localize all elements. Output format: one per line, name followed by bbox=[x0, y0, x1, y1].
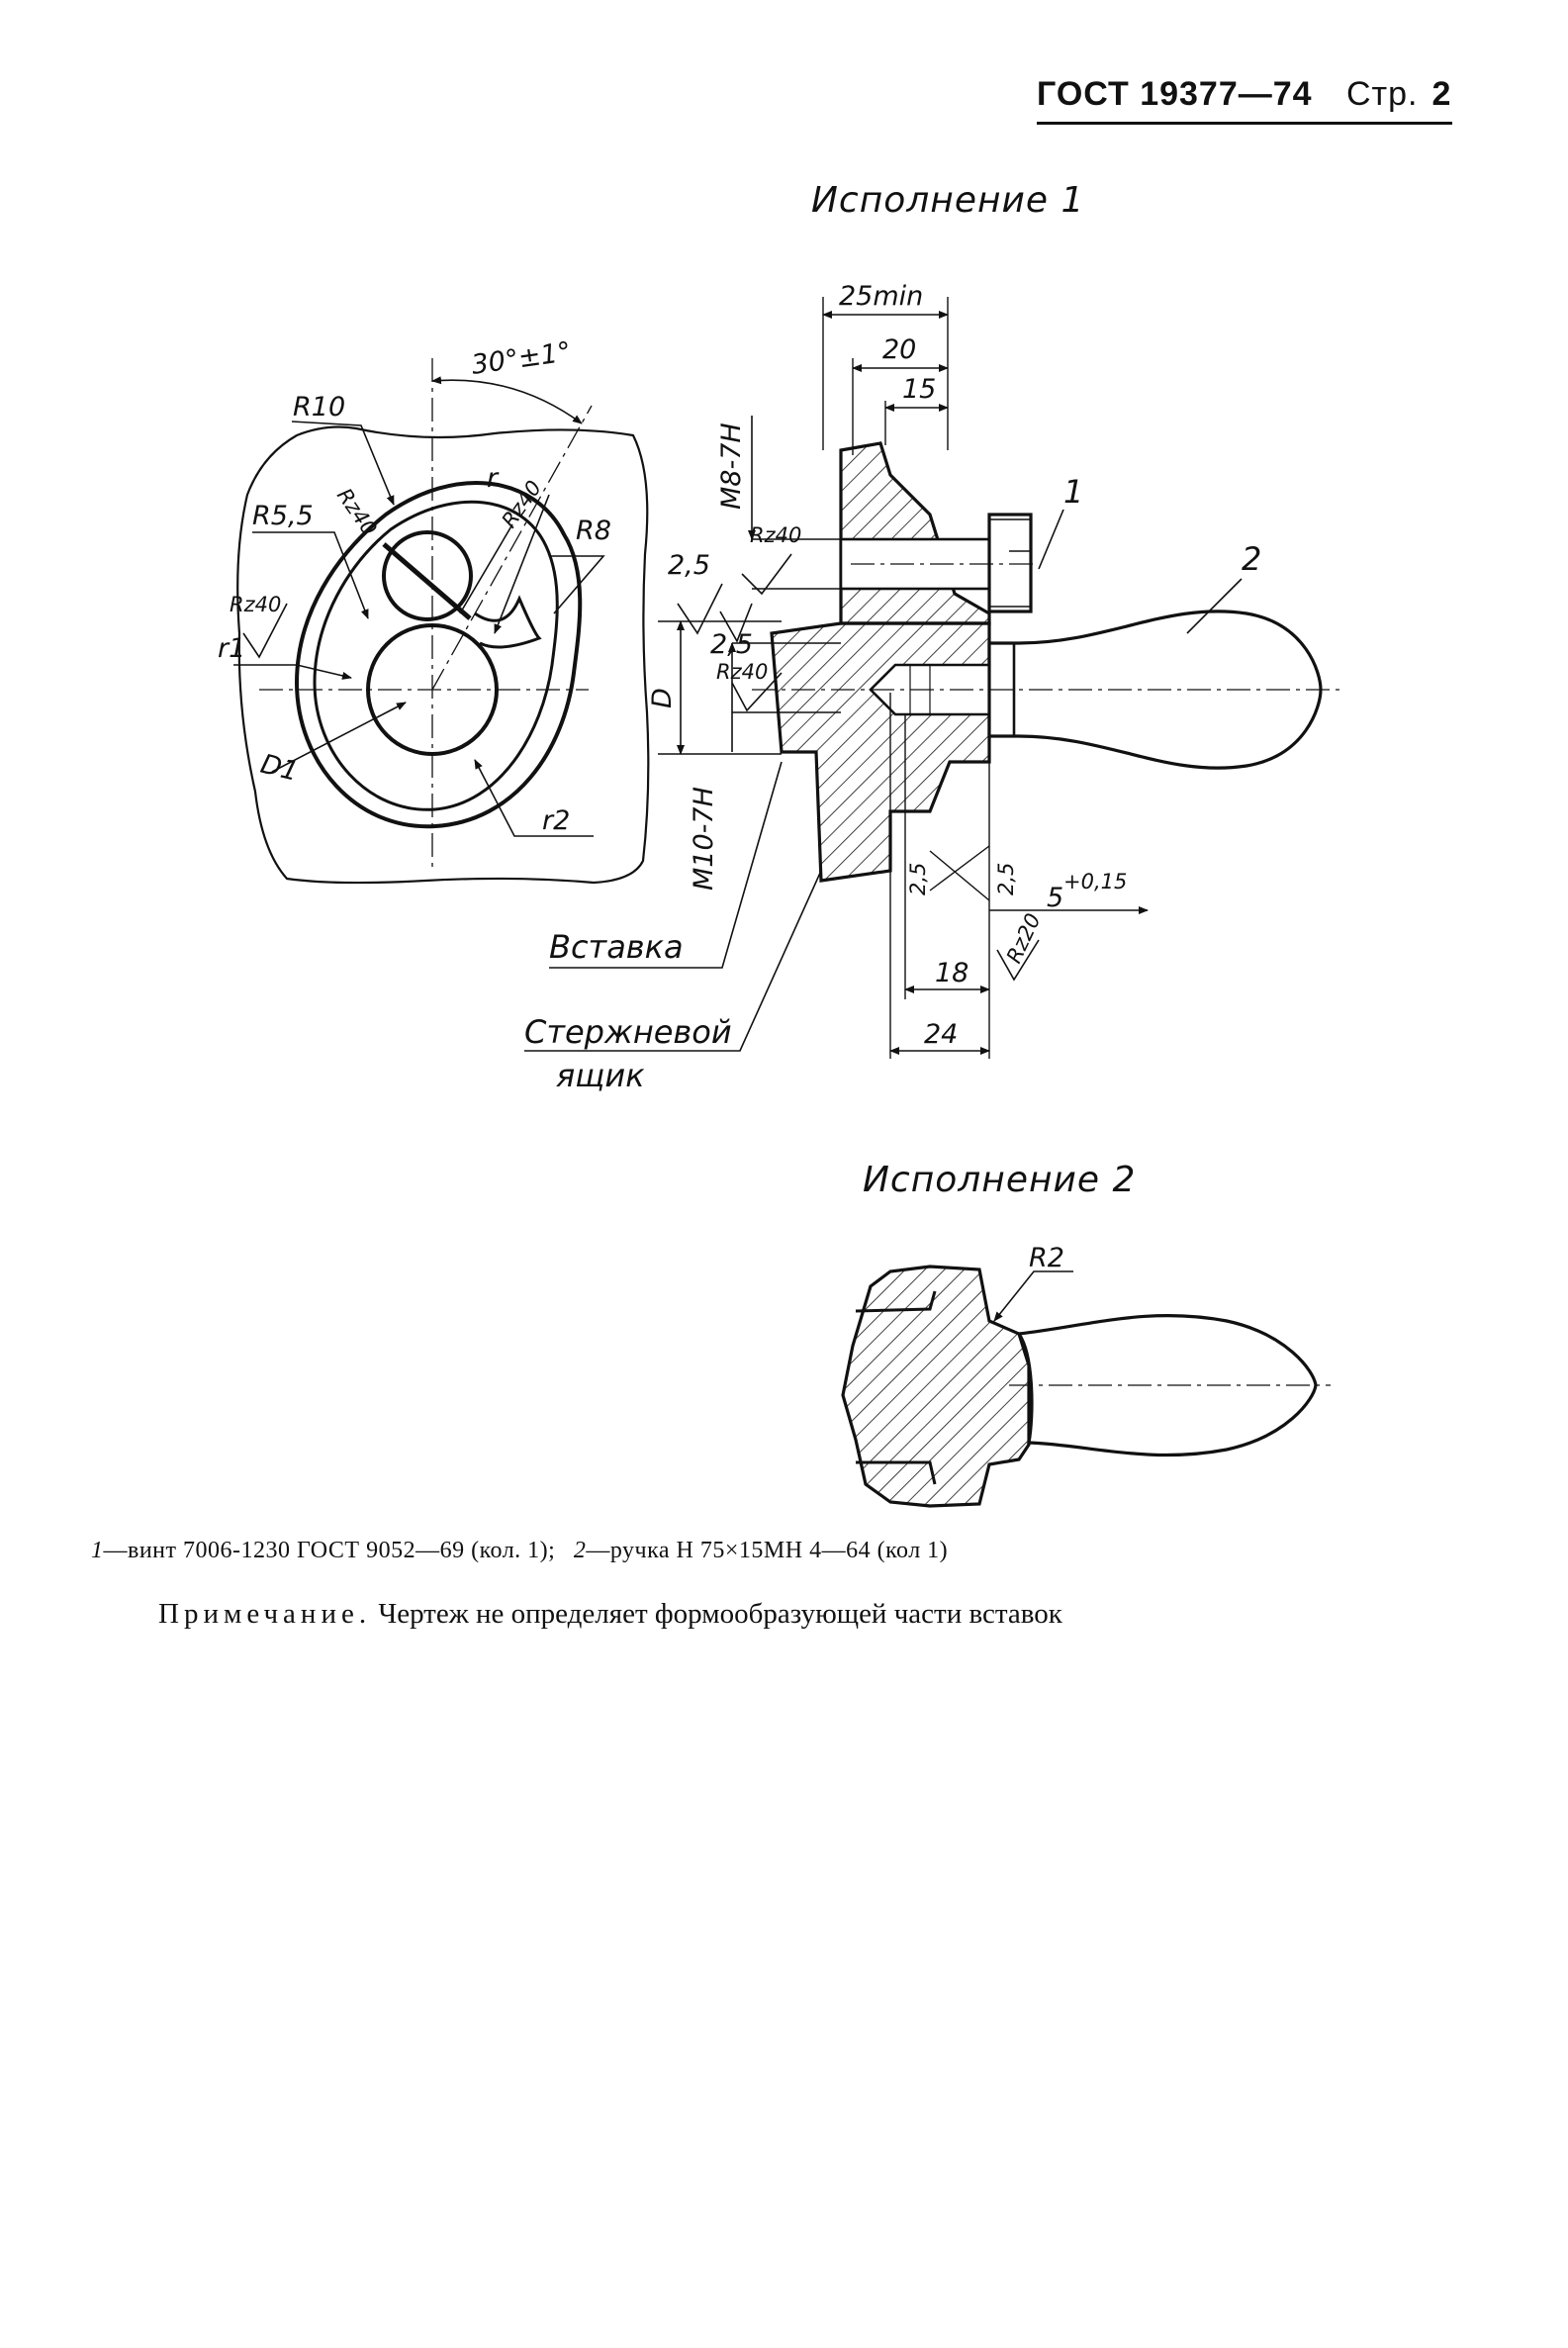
insert-inner-contour bbox=[313, 500, 559, 811]
page-number: 2 bbox=[1431, 75, 1452, 113]
tolerance-5: 5 bbox=[1047, 883, 1063, 913]
step-25-a: 2,5 bbox=[668, 550, 710, 581]
rz40-label-e: Rz40 bbox=[716, 660, 768, 684]
rz40-label-c: Rz40 bbox=[230, 593, 281, 616]
r8-label: R8 bbox=[576, 516, 611, 546]
tolerance-sup: +0,15 bbox=[1063, 870, 1127, 893]
step-25-b: 2,5 bbox=[710, 629, 753, 660]
r1-label: r1 bbox=[218, 633, 245, 664]
step-25-c: 2,5 bbox=[906, 863, 930, 895]
main-body bbox=[770, 621, 991, 883]
note-text: Чертеж не определяет формообразующей час… bbox=[378, 1598, 1062, 1630]
variant-2-title: Исполнение 2 bbox=[863, 1160, 1137, 1200]
r55-label: R5,5 bbox=[252, 501, 314, 531]
rz40-label-d: Rz40 bbox=[750, 523, 801, 547]
rz20-label: Rz20 bbox=[1002, 910, 1046, 968]
variant-2-drawing bbox=[841, 1265, 1331, 1508]
step-25-d: 2,5 bbox=[994, 863, 1018, 895]
section-view bbox=[524, 297, 1345, 1059]
variant-2-knob bbox=[841, 1265, 1031, 1508]
variant-1-title: Исполнение 1 bbox=[811, 180, 1085, 221]
standard-number: ГОСТ 19377—74 bbox=[1037, 75, 1313, 113]
note-label: Примечание. bbox=[158, 1598, 372, 1630]
plan-view bbox=[233, 358, 650, 885]
rz40-label-a: Rz40 bbox=[332, 484, 382, 540]
callout-core-box-line1: Стержневой bbox=[524, 1013, 732, 1051]
callout-2: 2 bbox=[1242, 540, 1261, 578]
section-view-labels: 25min 20 15 M8-7H Rz40 2,5 2,5 Rz40 D M1… bbox=[524, 281, 1261, 1094]
width-18: 18 bbox=[935, 958, 968, 988]
header-rule bbox=[1037, 122, 1452, 125]
width-20: 20 bbox=[882, 334, 916, 365]
width-25min: 25min bbox=[839, 281, 923, 312]
variant-2-r2: R2 bbox=[1029, 1243, 1064, 1273]
diameter-d: D bbox=[647, 688, 678, 708]
upper-part bbox=[839, 441, 991, 625]
core-box-outline bbox=[236, 425, 650, 885]
r10-label: R10 bbox=[293, 392, 345, 423]
angle-label: 30°±1° bbox=[470, 336, 574, 381]
page-header: ГОСТ 19377—74 Стр.2 bbox=[1037, 67, 1452, 125]
legend-item-2: —ручка Н 75×15МН 4—64 (кол 1) bbox=[586, 1538, 949, 1563]
plan-view-labels: 30°±1° R10 Rz40 r Rz40 R8 R5,5 Rz40 r1 D… bbox=[218, 336, 611, 836]
r-label: r bbox=[487, 463, 500, 494]
r2-label: r2 bbox=[542, 805, 570, 836]
legend-item-1: —винт 7006-1230 ГОСТ 9052—69 (кол. 1); bbox=[103, 1538, 556, 1563]
width-15: 15 bbox=[902, 374, 936, 405]
callout-insert: Вставка bbox=[549, 928, 684, 966]
legend: 1—винт 7006-1230 ГОСТ 9052—69 (кол. 1); … bbox=[91, 1538, 949, 1563]
callout-1: 1 bbox=[1063, 473, 1083, 511]
notch bbox=[474, 595, 542, 649]
width-24: 24 bbox=[924, 1019, 958, 1050]
note: Примечание. Чертеж не определяет формооб… bbox=[158, 1598, 1464, 1631]
page-indicator: Стр.2 bbox=[1346, 75, 1452, 113]
thread-m10: M10-7H bbox=[689, 787, 719, 891]
callout-core-box-line2: ящик bbox=[556, 1057, 645, 1094]
d1-label: D1 bbox=[257, 749, 301, 788]
small-bore bbox=[382, 530, 473, 621]
thread-m8: M8-7H bbox=[716, 423, 747, 510]
insert-outer-contour bbox=[294, 480, 583, 829]
